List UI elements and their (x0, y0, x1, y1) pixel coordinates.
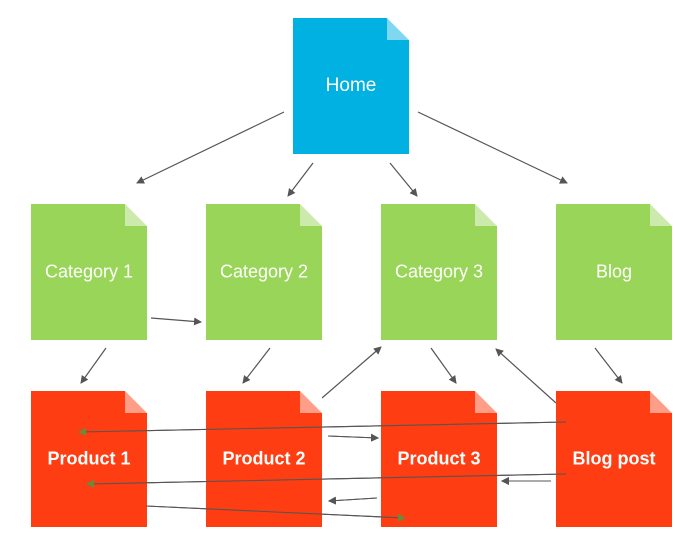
page-fold-icon (475, 204, 497, 226)
page-fold-icon (387, 18, 409, 40)
page-node-product-3: Product 3 (381, 391, 497, 527)
page-node-blog: Blog (556, 204, 672, 340)
node-label-product-3: Product 3 (397, 448, 481, 469)
arrow-blog-post-to-category-3 (495, 348, 557, 404)
node-label-blog: Blog (595, 261, 633, 282)
page-fold-icon (650, 204, 672, 226)
arrow-category-1-to-product-1 (80, 347, 107, 384)
arrow-product-2-to-product-3 (327, 433, 379, 442)
arrow-home-to-blog (417, 111, 568, 184)
page-node-home: Home (293, 18, 409, 154)
arrow-home-to-category-1 (136, 111, 285, 184)
node-label-category-3: Category 3 (394, 261, 484, 282)
page-fold-icon (650, 391, 672, 413)
page-node-category-1: Category 1 (31, 204, 147, 340)
node-label-category-2: Category 2 (219, 261, 309, 282)
node-label-category-1: Category 1 (44, 261, 134, 282)
arrow-category-1-to-category-2 (150, 317, 202, 326)
arrow-category-3-to-product-3 (430, 347, 457, 384)
page-node-blog-post: Blog post (556, 391, 672, 527)
arrow-product-2-to-category-3 (321, 346, 382, 399)
page-fold-icon (475, 391, 497, 413)
node-label-blog-post: Blog post (572, 448, 656, 469)
page-node-product-2: Product 2 (206, 391, 322, 527)
arrow-blog-to-blog-post (594, 347, 623, 384)
node-label-home: Home (325, 75, 377, 96)
page-fold-icon (300, 391, 322, 413)
page-node-category-2: Category 2 (206, 204, 322, 340)
arrow-product-3-to-product-2 (328, 496, 378, 505)
page-fold-icon (125, 391, 147, 413)
arrow-home-to-category-2 (287, 162, 314, 197)
arrow-category-2-to-product-2 (242, 347, 271, 384)
node-label-product-1: Product 1 (47, 448, 131, 469)
arrow-home-to-category-3 (389, 162, 418, 197)
page-fold-icon (300, 204, 322, 226)
node-label-product-2: Product 2 (222, 448, 306, 469)
page-fold-icon (125, 204, 147, 226)
page-node-category-3: Category 3 (381, 204, 497, 340)
page-node-product-1: Product 1 (31, 391, 147, 527)
